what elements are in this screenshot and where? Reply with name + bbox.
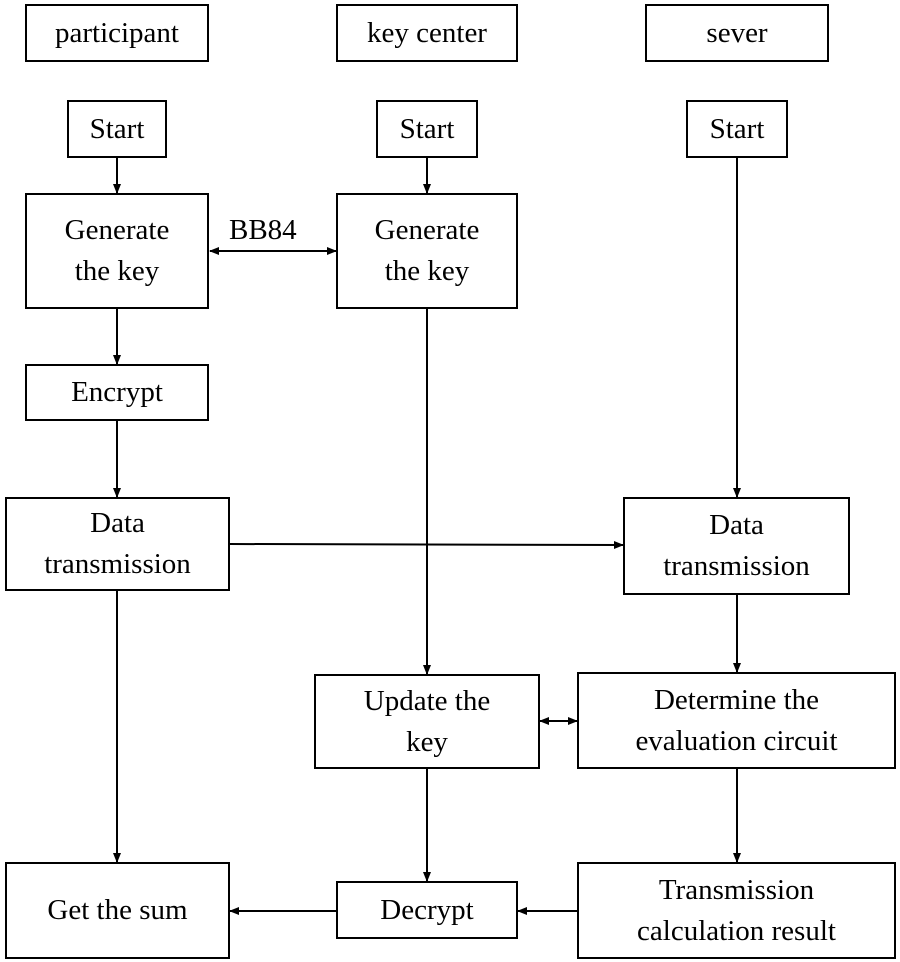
participant-get-sum-label: Get the sum — [47, 894, 188, 926]
key-center-generate-key-label: Generate the key — [374, 214, 480, 287]
server-transmission-result-label: Transmission calculation result — [637, 873, 836, 947]
bb84-label: BB84 — [229, 214, 297, 246]
key-center-start-node: Start — [376, 100, 478, 158]
participant-generate-key-node: Generate the key — [25, 193, 209, 309]
participant-start-node: Start — [67, 100, 167, 158]
key-center-decrypt-label: Decrypt — [380, 893, 474, 926]
server-data-transmission-label: Data transmission — [663, 509, 810, 582]
server-data-transmission-node: Data transmission — [623, 497, 850, 595]
participant-start-label: Start — [89, 112, 145, 145]
lane-participant: participant — [25, 4, 209, 62]
key-center-decrypt-node: Decrypt — [336, 881, 518, 939]
server-start-label: Start — [709, 112, 765, 145]
key-center-update-key-node: Update the key — [314, 674, 540, 769]
key-center-update-key-label: Update the key — [363, 684, 491, 758]
server-determine-circuit-label: Determine the evaluation circuit — [635, 683, 838, 757]
lane-key-center: key center — [336, 4, 518, 62]
server-determine-circuit-node: Determine the evaluation circuit — [577, 672, 896, 769]
key-center-start-label: Start — [399, 112, 455, 145]
lane-participant-label: participant — [54, 16, 179, 49]
server-transmission-result-node: Transmission calculation result — [577, 862, 896, 959]
arrow-transmission-to-server — [229, 540, 624, 549]
participant-get-sum-node: Get the sum — [5, 862, 230, 959]
participant-data-transmission-node: Data transmission — [5, 497, 230, 591]
participant-encrypt-label: Encrypt — [71, 376, 163, 408]
participant-generate-key-label: Generate the key — [64, 214, 170, 287]
server-start-node: Start — [686, 100, 788, 158]
lane-server-label: sever — [706, 16, 768, 49]
participant-encrypt-node: Encrypt — [25, 364, 209, 421]
key-center-generate-key-node: Generate the key — [336, 193, 518, 309]
lane-key-center-label: key center — [367, 16, 487, 49]
participant-data-transmission-label: Data transmission — [44, 507, 191, 580]
lane-server: sever — [645, 4, 829, 62]
